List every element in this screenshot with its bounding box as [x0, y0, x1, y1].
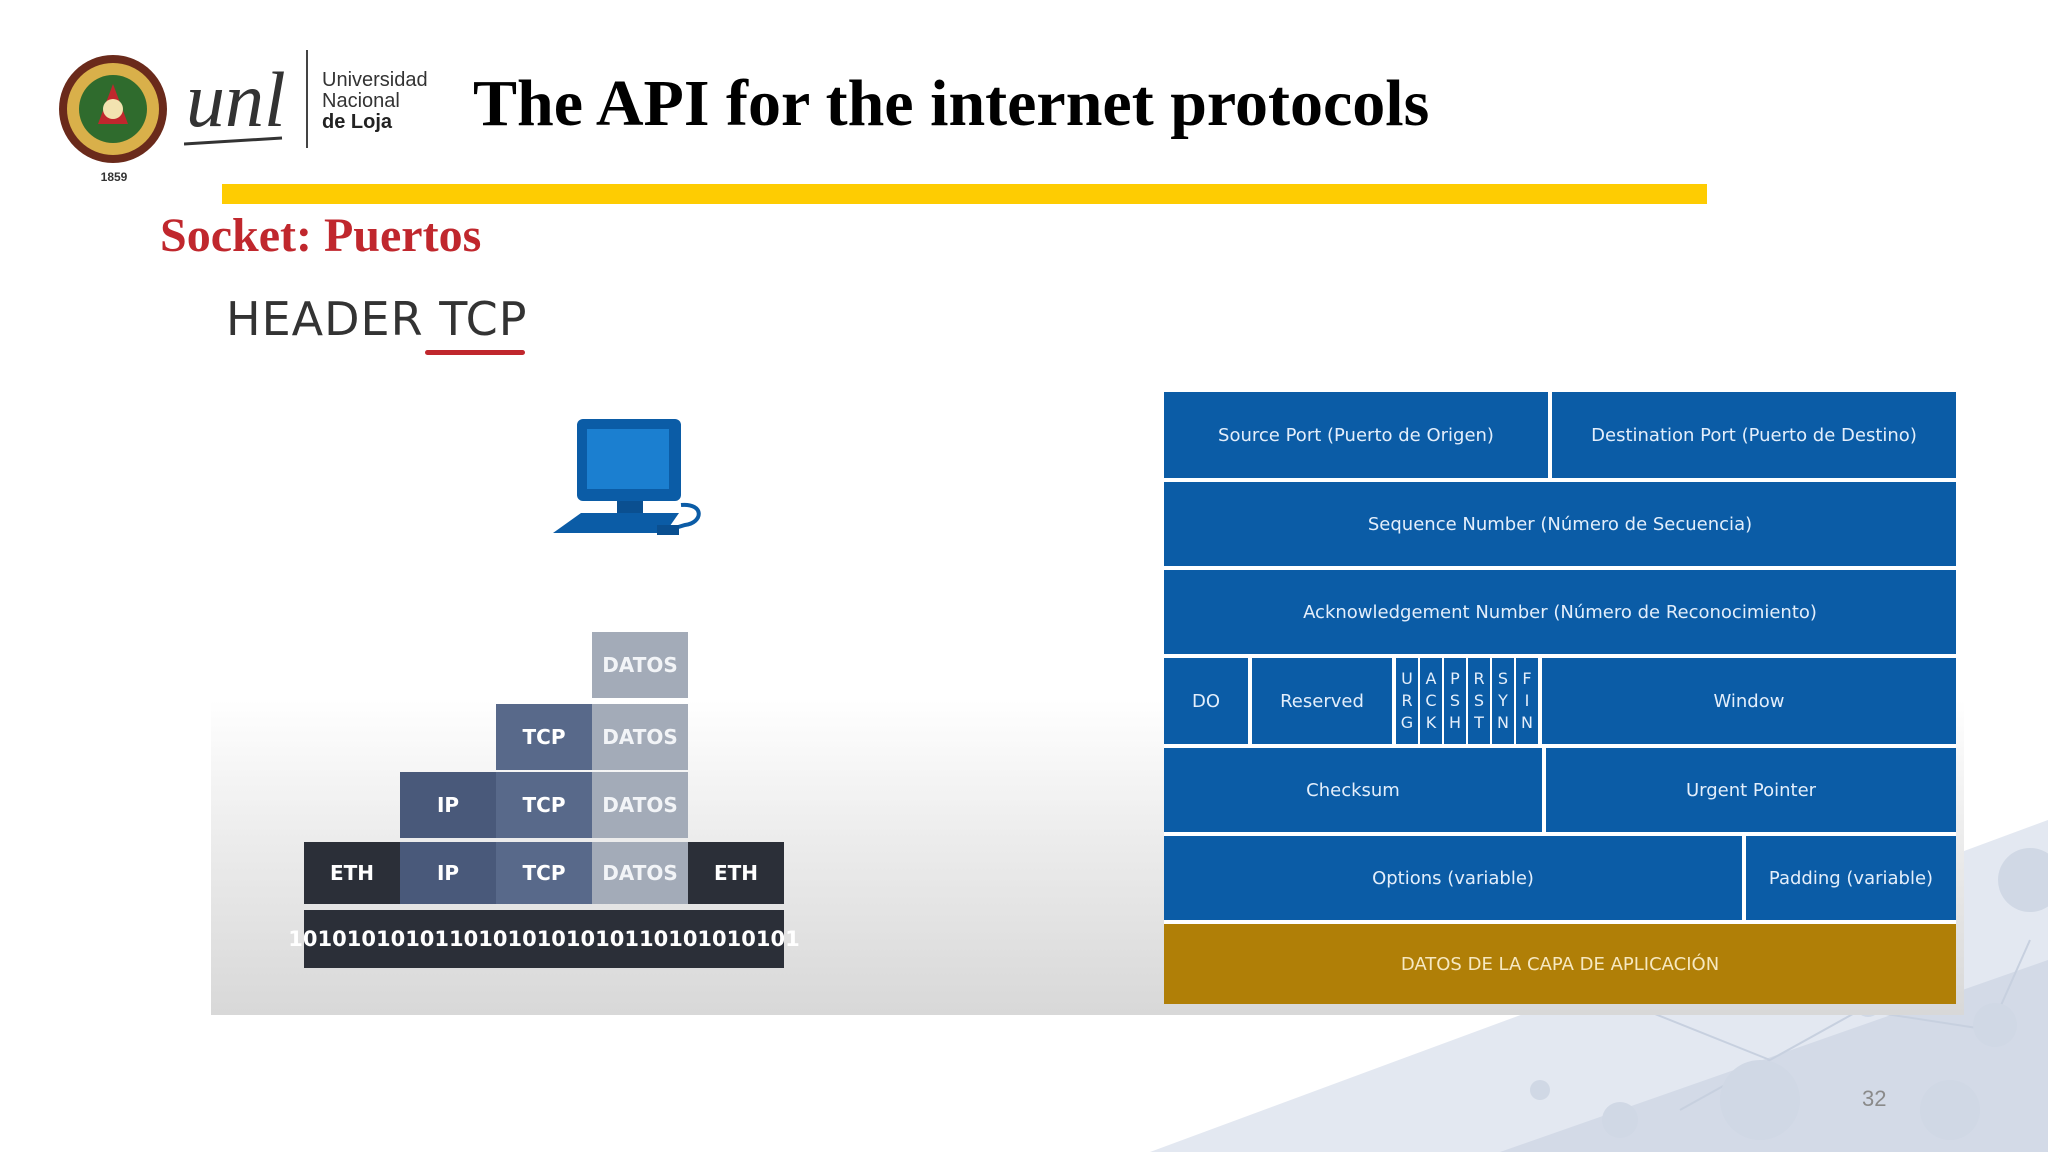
- slide-title: The API for the internet protocols: [473, 67, 1430, 140]
- university-seal-icon: [59, 55, 167, 163]
- frame-heading: HEADER TCP: [226, 292, 528, 346]
- flag-char: I: [1524, 691, 1530, 710]
- field-application-data: DATOS DE LA CAPA DE APLICACIÓN: [1164, 924, 1956, 1004]
- field-sequence-number: Sequence Number (Número de Secuencia): [1164, 482, 1956, 566]
- video-frame: HEADER TCP DATOS TCP DATOS IP TCP DATOS …: [211, 280, 1964, 1015]
- field-checksum: Checksum: [1164, 748, 1542, 832]
- flag-char: N: [1521, 713, 1533, 732]
- flag-char: T: [1474, 713, 1484, 732]
- university-name-line-2: Nacional: [322, 90, 400, 112]
- stack-datos-layer4: DATOS: [592, 842, 688, 904]
- tcp-header-diagram: Source Port (Puerto de Origen) Destinati…: [1164, 392, 1956, 1004]
- logo-divider: [306, 50, 308, 148]
- flag-char: A: [1425, 669, 1437, 688]
- stack-tcp-layer3: TCP: [496, 772, 592, 838]
- university-name: Universidad Nacional de Loja: [322, 70, 428, 133]
- slide-subtitle: Socket: Puertos: [160, 209, 482, 262]
- flag-urg: U R G: [1396, 658, 1418, 744]
- stack-datos-layer2: DATOS: [592, 704, 688, 770]
- flag-char: U: [1401, 669, 1413, 688]
- flag-psh: P S H: [1444, 658, 1466, 744]
- flag-char: F: [1522, 669, 1532, 688]
- flag-char: R: [1401, 691, 1413, 710]
- stack-eth-left-layer4: ETH: [304, 842, 400, 904]
- page-number: 32: [1862, 1086, 1887, 1111]
- stack-tcp-layer2: TCP: [496, 704, 592, 770]
- field-padding: Padding (variable): [1746, 836, 1956, 920]
- flag-char: P: [1450, 669, 1460, 688]
- field-acknowledgement-number: Acknowledgement Number (Número de Recono…: [1164, 570, 1956, 654]
- field-options: Options (variable): [1164, 836, 1742, 920]
- field-source-port: Source Port (Puerto de Origen): [1164, 392, 1548, 478]
- flag-char: S: [1497, 669, 1509, 688]
- university-name-line-3: de Loja: [322, 111, 393, 133]
- svg-text:unl: unl: [186, 56, 284, 143]
- flag-syn: S Y N: [1492, 658, 1514, 744]
- desktop-computer-icon: [553, 419, 701, 535]
- flag-char: C: [1425, 691, 1437, 710]
- stack-tcp-layer4: TCP: [496, 842, 592, 904]
- flag-char: K: [1425, 713, 1437, 732]
- flag-char: H: [1448, 713, 1462, 732]
- flag-rst: R S T: [1468, 658, 1490, 744]
- unl-logo-icon: unl: [184, 56, 284, 146]
- flag-ack: A C K: [1420, 658, 1442, 744]
- stack-datos-layer3: DATOS: [592, 772, 688, 838]
- seal-year: 1859: [100, 170, 128, 184]
- university-name-line-1: Universidad: [322, 69, 428, 91]
- stack-bitstream: 10101010101101010101010110101010101: [288, 910, 800, 968]
- flag-char: Y: [1498, 691, 1508, 710]
- field-urgent-pointer: Urgent Pointer: [1546, 748, 1956, 832]
- flag-char: S: [1449, 691, 1461, 710]
- field-data-offset: DO: [1164, 658, 1248, 744]
- heading-underline: [425, 350, 525, 355]
- field-window: Window: [1542, 658, 1956, 744]
- flag-fin: F I N: [1516, 658, 1538, 744]
- field-destination-port: Destination Port (Puerto de Destino): [1552, 392, 1956, 478]
- stack-ip-layer4: IP: [400, 842, 496, 904]
- stack-eth-right-layer4: ETH: [688, 842, 784, 904]
- flag-char: S: [1473, 691, 1485, 710]
- flag-char: R: [1473, 669, 1485, 688]
- field-reserved: Reserved: [1252, 658, 1392, 744]
- flag-char: N: [1497, 713, 1509, 732]
- flag-char: G: [1400, 713, 1414, 732]
- accent-bar: [222, 184, 1707, 204]
- stack-datos-layer1: DATOS: [592, 632, 688, 698]
- stack-ip-layer3: IP: [400, 772, 496, 838]
